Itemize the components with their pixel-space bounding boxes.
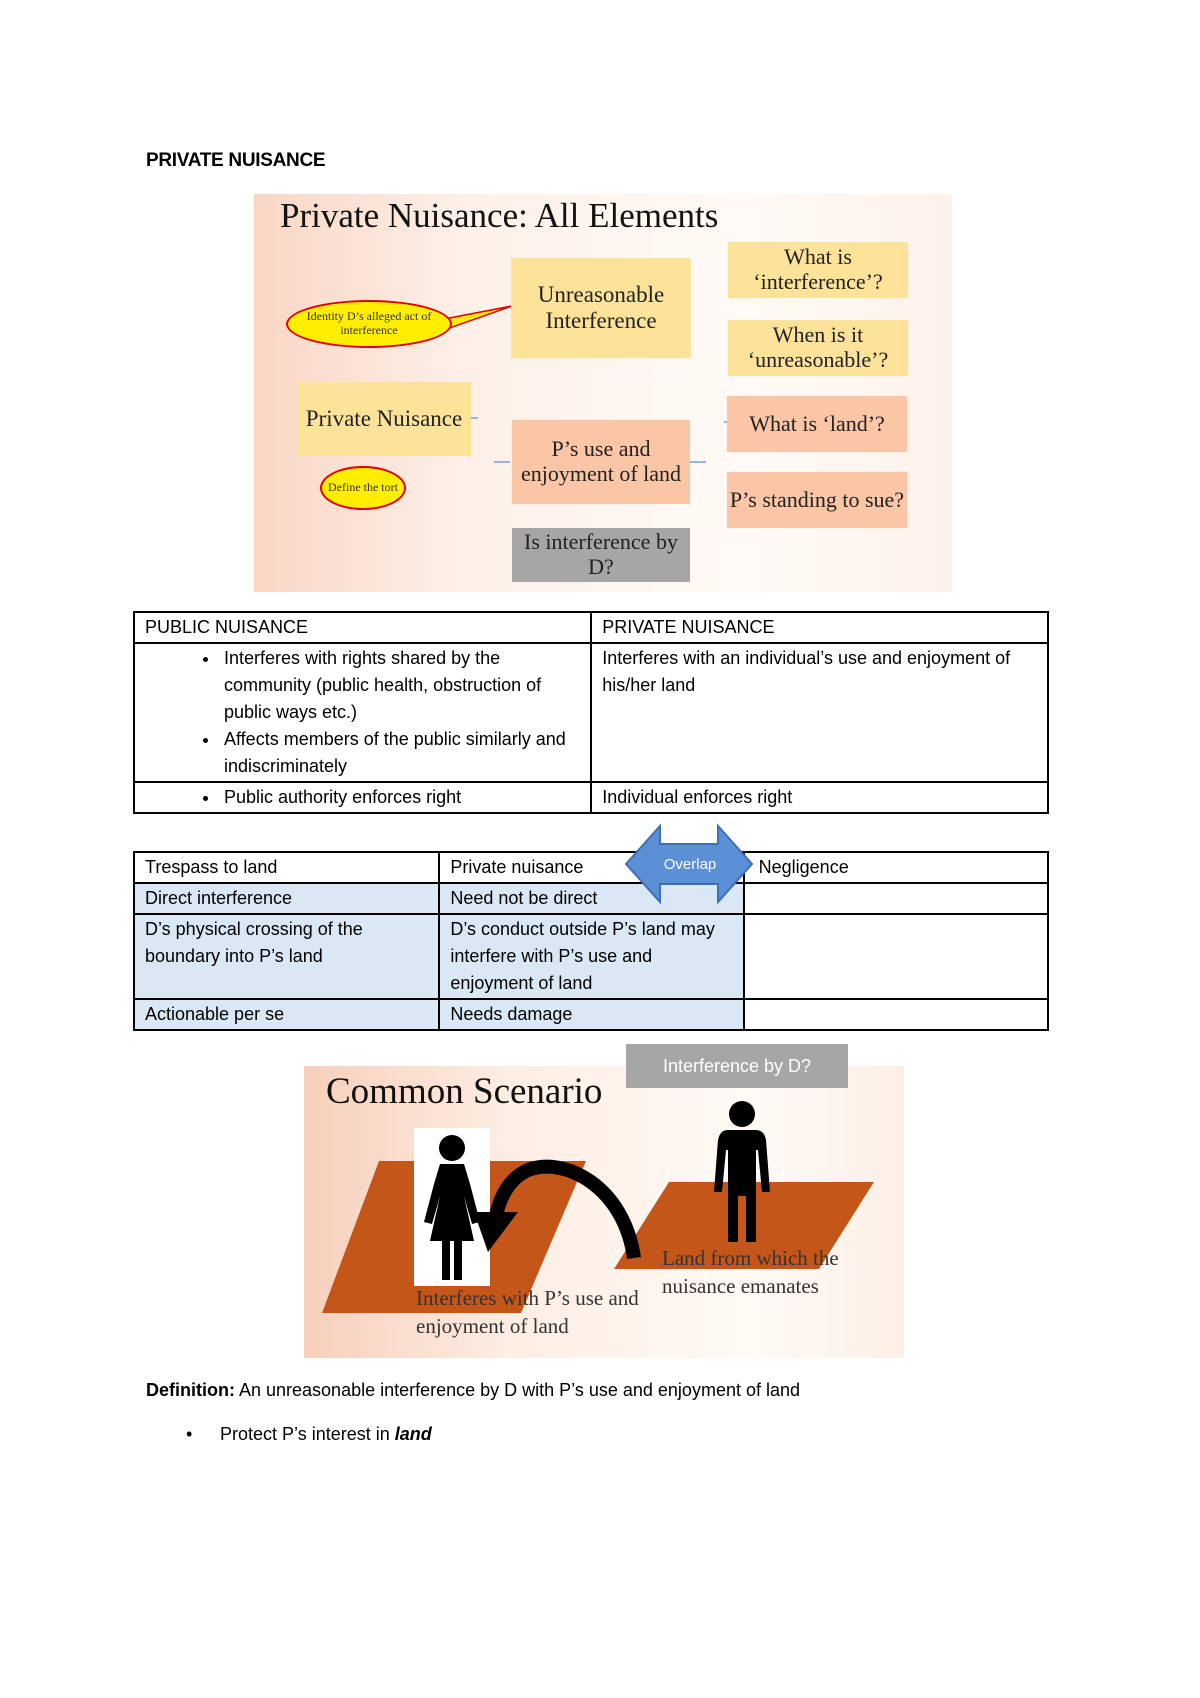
overlap-double-arrow-icon (624, 823, 754, 905)
header-public: PUBLIC NUISANCE (132, 611, 593, 644)
interference-by-d-box: Is interference by D? (512, 528, 690, 582)
definition-line: Definition: An unreasonable interference… (146, 1380, 800, 1401)
what-is-land-box: What is ‘land’? (727, 396, 907, 452)
header-trespass: Trespass to land (132, 851, 441, 884)
table-cell (742, 913, 1050, 1000)
p-land-caption: Interferes with P’s use and enjoyment of… (416, 1284, 646, 1341)
header-private: PRIVATE NUISANCE (590, 611, 1049, 644)
d-land-shape (614, 1182, 874, 1269)
elements-diagram: Private Nuisance: All Elements Unreasona… (254, 194, 952, 592)
table-cell: Need not be direct (438, 882, 745, 915)
p-land-caption-text: Interferes with P’s use and enjoyment of… (416, 1286, 639, 1339)
interference-by-d-tag: Interference by D? (626, 1044, 848, 1088)
list-item: Affects members of the public similarly … (220, 726, 580, 780)
page-heading: PRIVATE NUISANCE (146, 150, 326, 171)
torts-comparison-table: Trespass to land Private nuisance Neglig… (132, 851, 1050, 1031)
use-enjoyment-box: P’s use and enjoyment of land (512, 420, 690, 504)
public-enforcement-cell: Public authority enforces right (132, 781, 593, 814)
curved-arrow-head (474, 1212, 518, 1252)
scenario-title: Common Scenario (326, 1071, 603, 1112)
bullet-emphasis: land (394, 1424, 432, 1444)
table-cell (742, 882, 1050, 915)
table-row: Interferes with rights shared by the com… (132, 642, 1049, 783)
table-row: Actionable per se Needs damage (132, 998, 1050, 1031)
definition-label: Definition: (146, 1380, 235, 1400)
table-cell: Actionable per se (132, 998, 441, 1031)
table-row: D’s physical crossing of the boundary in… (132, 913, 1050, 1000)
private-nuisance-box: Private Nuisance (297, 382, 471, 456)
man-figure-icon (714, 1101, 770, 1242)
d-land-caption: Land from which the nuisance emanates (662, 1244, 872, 1301)
private-enforcement-cell: Individual enforces right (590, 781, 1049, 814)
common-scenario-slide: Common Scenario Interferes with P’s use … (304, 1066, 904, 1358)
scenario-illustration (322, 1101, 874, 1313)
diagram-title: Private Nuisance: All Elements (280, 196, 719, 235)
header-negligence: Negligence (742, 851, 1050, 884)
define-tort-bubble: Define the tort (320, 466, 406, 510)
bullet-line: • Protect P’s interest in land (186, 1424, 432, 1445)
table-row: Direct interference Need not be direct (132, 882, 1050, 915)
table-cell: D’s conduct outside P’s land may interfe… (438, 913, 745, 1000)
identify-act-bubble: Identity D’s alleged act of interference (286, 300, 452, 348)
table-row: Public authority enforces right Individu… (132, 781, 1049, 814)
list-item: Interferes with rights shared by the com… (220, 645, 580, 726)
table-header-row: PUBLIC NUISANCE PRIVATE NUISANCE (132, 611, 1049, 644)
table-cell: D’s physical crossing of the boundary in… (132, 913, 441, 1000)
bullet-text: Protect P’s interest in (220, 1424, 395, 1444)
woman-figure-icon (424, 1135, 480, 1280)
standing-to-sue-box: P’s standing to sue? (727, 472, 907, 528)
private-traits-cell: Interferes with an individual’s use and … (590, 642, 1049, 783)
table-header-row: Trespass to land Private nuisance Neglig… (132, 851, 1050, 884)
overlap-label: Overlap (663, 856, 717, 873)
table-cell: Direct interference (132, 882, 441, 915)
public-vs-private-table: PUBLIC NUISANCE PRIVATE NUISANCE Interfe… (132, 611, 1049, 814)
public-traits-cell: Interferes with rights shared by the com… (132, 642, 593, 783)
when-unreasonable-box: When is it ‘unreasonable’? (728, 320, 908, 376)
unreasonable-interference-box: Unreasonable Interference (511, 258, 691, 358)
definition-text: An unreasonable interference by D with P… (234, 1380, 801, 1400)
table-cell: Needs damage (438, 998, 745, 1031)
list-item: Public authority enforces right (220, 784, 580, 811)
table-cell (742, 998, 1050, 1031)
d-land-caption-text: Land from which the nuisance emanates (662, 1246, 839, 1299)
bullet-dot-icon: • (186, 1424, 193, 1444)
what-is-interference-box: What is ‘interference’? (728, 242, 908, 298)
